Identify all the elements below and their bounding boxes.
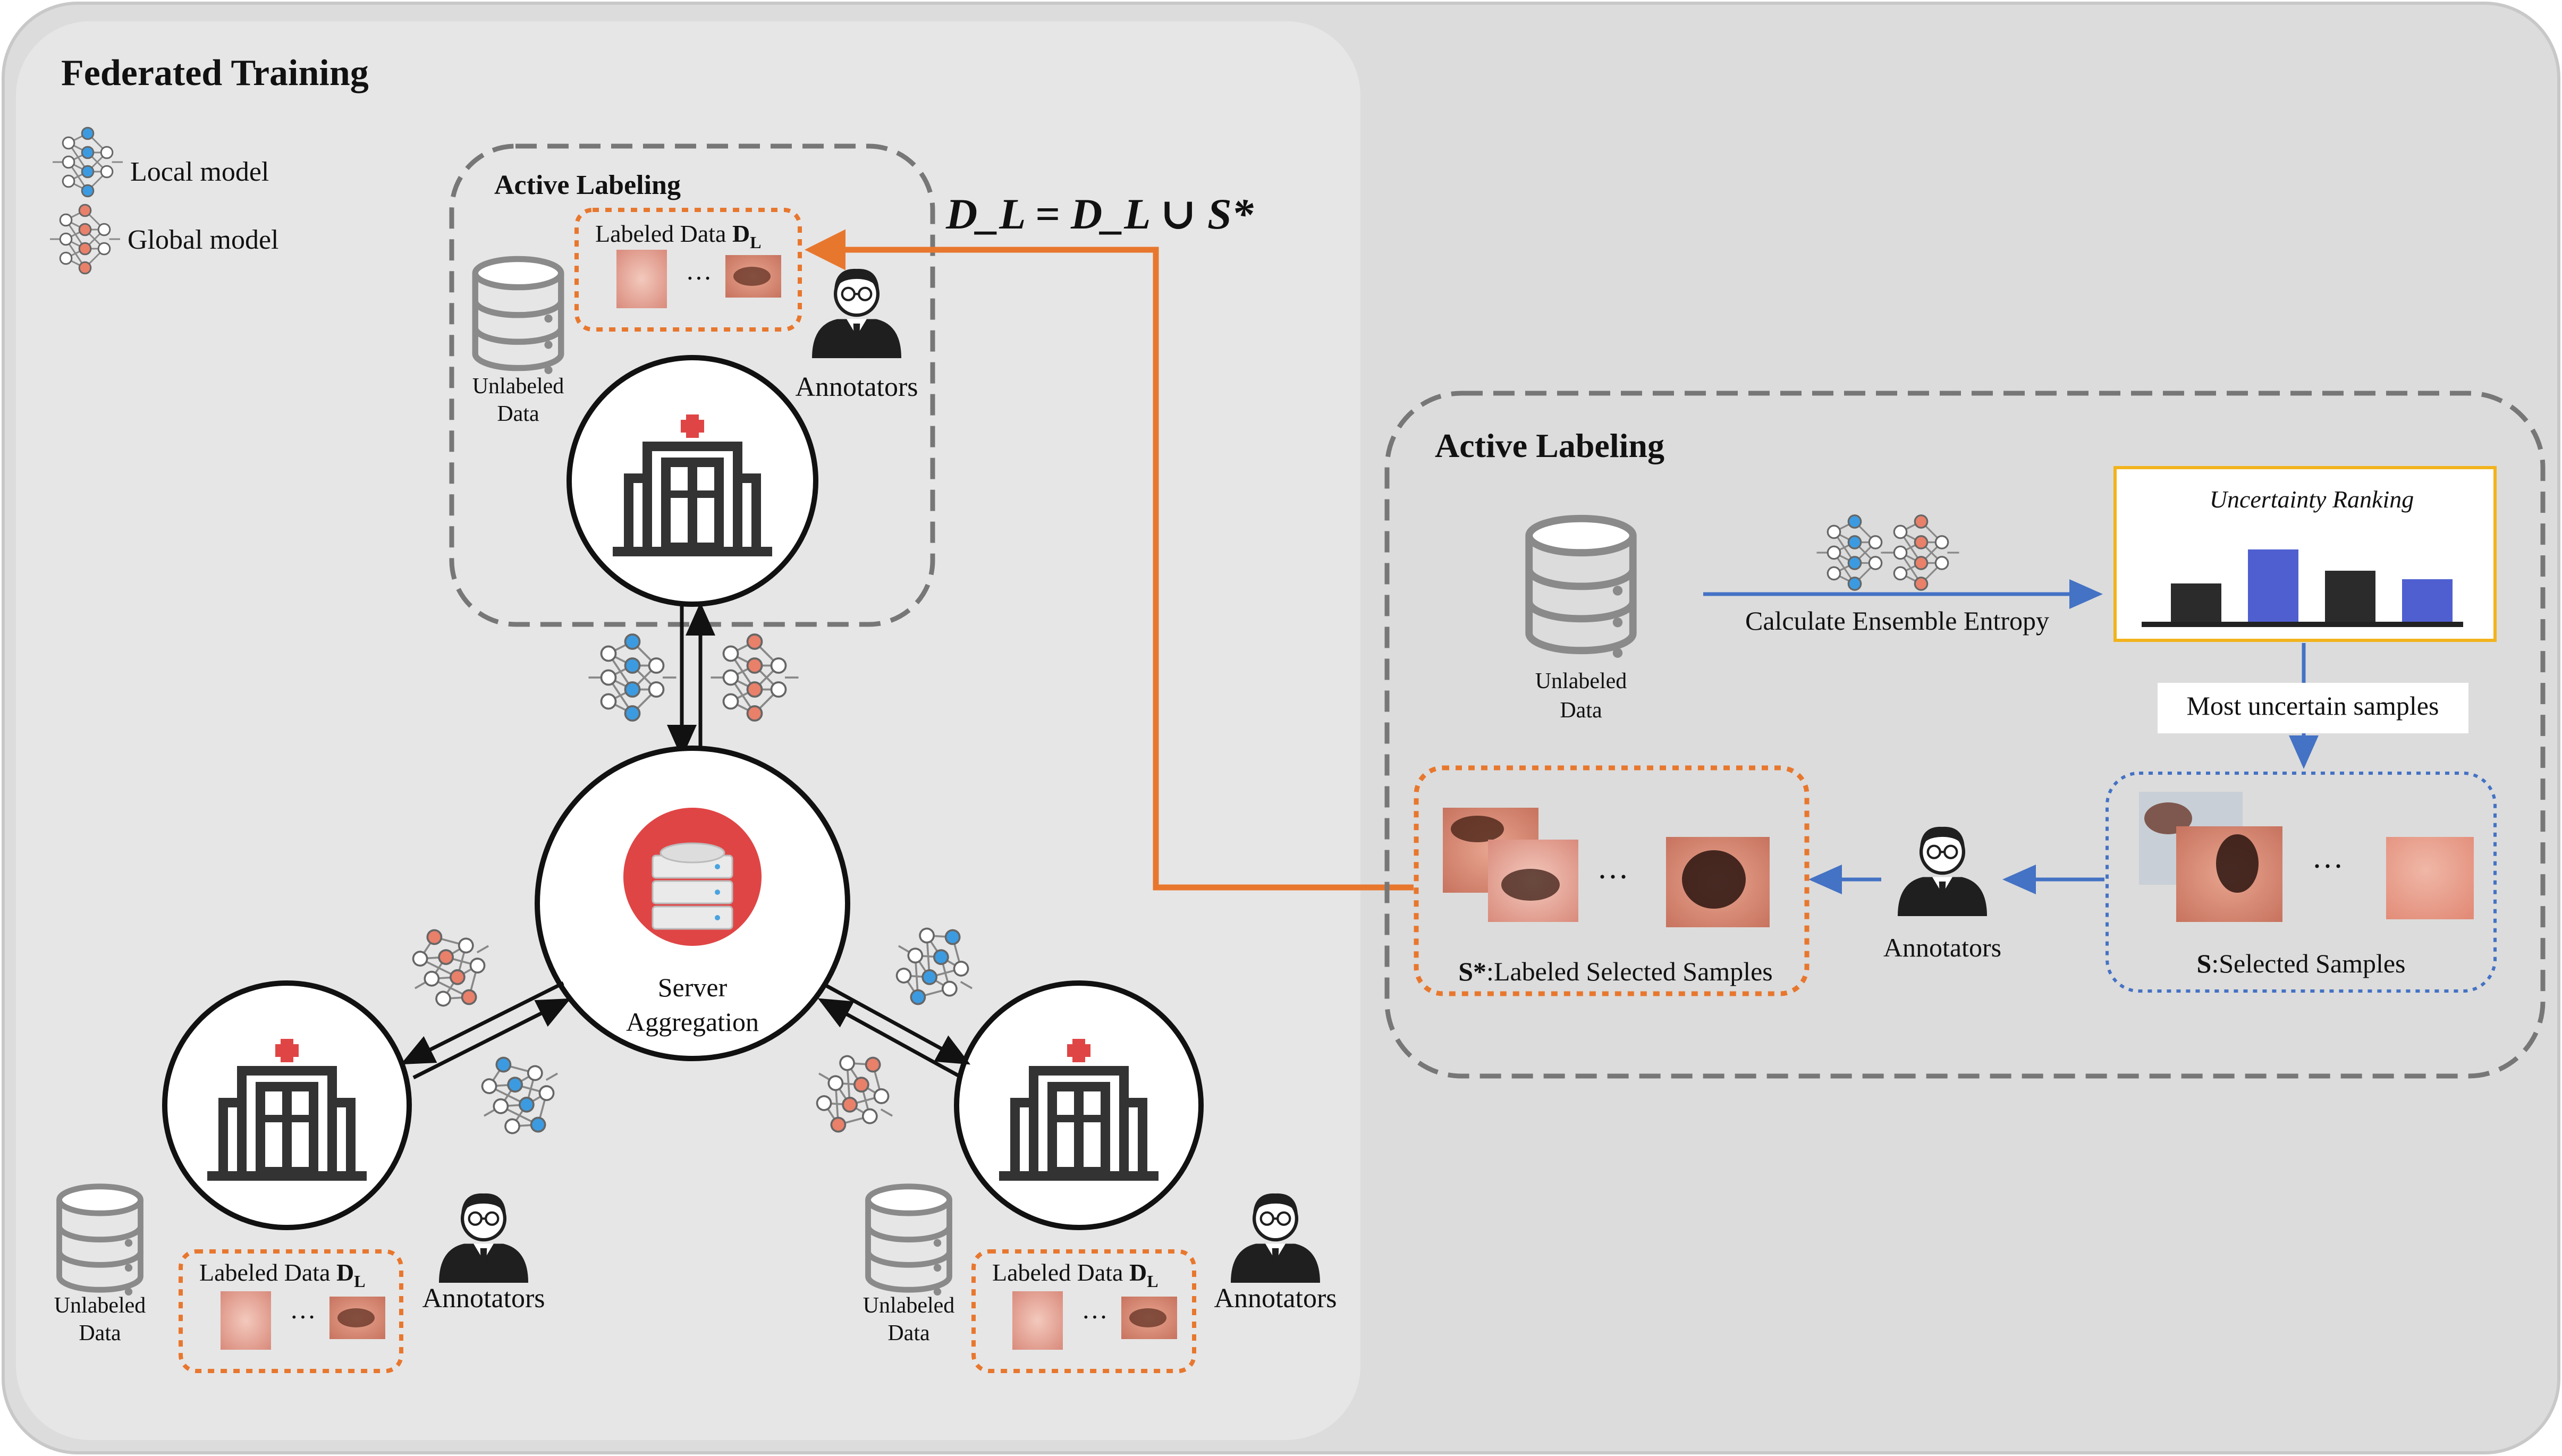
active-annotators-text: Annotators [1883, 933, 2001, 962]
top-data-text: Data [497, 402, 539, 426]
labeled-selected-label: S*:Labeled Selected Samples [1458, 956, 1773, 986]
top-labeled-data-box [574, 208, 802, 332]
top-ellipsis: ··· [686, 263, 712, 293]
labeled-selected-box [1414, 765, 1810, 996]
top-skin-image-1 [616, 250, 667, 308]
left-labeled-data-label: Labeled Data DL [199, 1259, 366, 1291]
active-unlabeled-text: Unlabeled [1535, 669, 1627, 693]
labeled-samples-feedback-arrow [805, 229, 1414, 891]
top-site-title: Active Labeling [494, 170, 681, 200]
selected-samples-label: S:Selected Samples [2197, 949, 2406, 978]
left-labeled-data-box [179, 1249, 403, 1373]
federated-title: Federated Training [61, 53, 369, 94]
selected-image-3 [2386, 837, 2474, 919]
right-unlabeled-text: Unlabeled [863, 1293, 955, 1318]
labeled-ellipsis: ··· [1597, 859, 1629, 894]
left-to-server-arrow [412, 998, 571, 1080]
update-formula: D_L = D_L ∪ S* [945, 190, 1254, 238]
uncertainty-ranking-title: Uncertainty Ranking [2210, 486, 2414, 513]
most-uncertain-box [2158, 683, 2468, 733]
server-label-2: Aggregation [626, 1007, 759, 1037]
most-uncertain-label: Most uncertain samples [2187, 691, 2439, 721]
right-skin-image-1 [1012, 1291, 1063, 1350]
ranking-bars [2171, 549, 2453, 622]
ranking-bar [2402, 579, 2453, 622]
server-label-1: Server [658, 972, 728, 1002]
active-data-text: Data [1560, 698, 1602, 723]
right-annotators-text: Annotators [1214, 1283, 1337, 1314]
top-annotators-text: Annotators [795, 372, 918, 402]
left-ellipsis: ··· [290, 1302, 316, 1332]
right-ellipsis: ··· [1081, 1302, 1108, 1332]
server-to-left-arrow [400, 981, 564, 1065]
active-labeling-box [1384, 391, 2546, 1079]
left-data-text: Data [79, 1321, 121, 1345]
selected-ellipsis: ··· [2312, 849, 2344, 884]
top-unlabeled-text: Unlabeled [472, 374, 564, 399]
right-labeled-data-box [971, 1249, 1196, 1373]
right-to-server-arrow [817, 998, 960, 1078]
ranking-bar [2248, 549, 2298, 622]
left-unlabeled-text: Unlabeled [54, 1293, 146, 1318]
server-icon [623, 808, 762, 946]
selected-samples-box [2106, 772, 2497, 993]
top-labeled-data-label: Labeled Data DL [595, 220, 762, 252]
ranking-bar [2325, 571, 2375, 622]
right-data-text: Data [887, 1321, 930, 1345]
calc-entropy-label: Calculate Ensemble Entropy [1745, 606, 2049, 636]
active-labeling-title: Active Labeling [1435, 427, 1664, 464]
legend-local: Local model [130, 157, 269, 187]
legend-global: Global model [128, 225, 279, 255]
left-skin-image-1 [221, 1291, 271, 1350]
ranking-bar [2171, 583, 2221, 622]
left-annotators-text: Annotators [422, 1283, 545, 1314]
top-site-box [449, 143, 935, 627]
right-labeled-data-label: Labeled Data DL [992, 1259, 1159, 1291]
